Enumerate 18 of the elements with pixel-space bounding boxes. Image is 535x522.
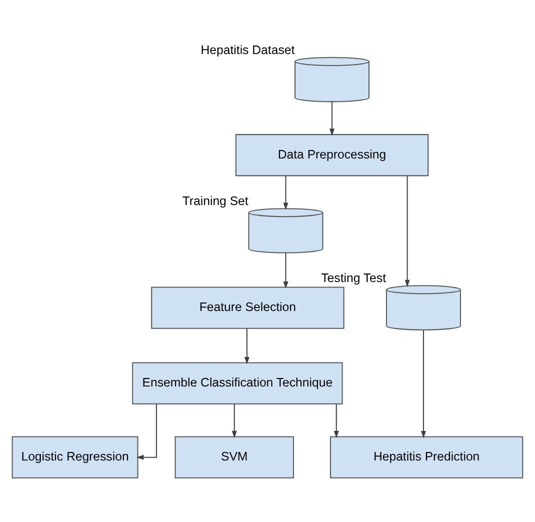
arrow	[136, 404, 157, 460]
node-label: Training Set	[182, 194, 248, 208]
node-box: SVM	[174, 436, 294, 478]
arrow	[283, 176, 288, 210]
arrow	[404, 176, 410, 288]
node-label: Hepatitis Dataset	[200, 42, 295, 57]
node-box: Hepatitis Prediction	[330, 436, 524, 478]
node-label: Testing Test	[321, 271, 386, 286]
node-box: Data Preprocessing	[235, 134, 429, 176]
arrow	[244, 328, 250, 364]
node-box: Ensemble Classification Technique	[132, 362, 343, 404]
arrow	[329, 102, 335, 136]
node-box: Logistic Regression	[12, 436, 138, 478]
arrow	[232, 404, 237, 438]
node-box: Feature Selection	[151, 286, 344, 329]
arrow	[420, 330, 426, 438]
arrow	[283, 252, 288, 289]
arrow	[334, 404, 339, 438]
